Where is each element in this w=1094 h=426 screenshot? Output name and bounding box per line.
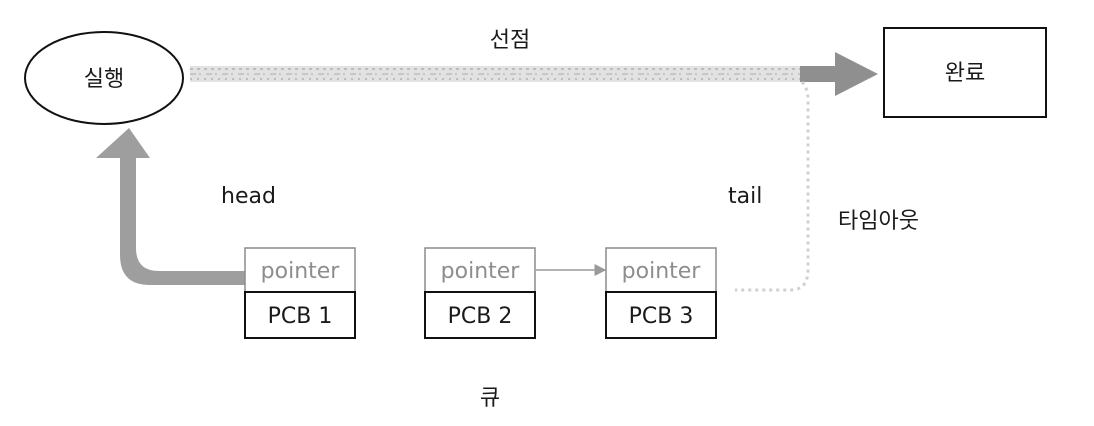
running-state-label: 실행 — [84, 67, 124, 92]
dispatch-arrow — [96, 128, 245, 285]
queue-tail-label: tail — [728, 184, 762, 209]
running-state-node — [24, 31, 184, 125]
timeout-label: 타임아웃 — [838, 209, 919, 234]
timeout-loop-line — [735, 80, 810, 292]
preempt-label: 선점 — [490, 28, 530, 53]
preempt-arrow — [190, 52, 878, 96]
queue-item-2: pointer PCB 2 — [424, 247, 536, 339]
queue-item-2-pcb: PCB 2 — [448, 304, 513, 329]
queue-item-3: pointer PCB 3 — [605, 247, 717, 339]
queue-item-3-pointer: pointer — [622, 259, 702, 284]
queue-item-1: pointer PCB 1 — [244, 247, 356, 339]
queue-label: 큐 — [480, 386, 500, 411]
done-state-node — [883, 27, 1047, 118]
queue-item-2-pointer: pointer — [441, 259, 521, 284]
queue-head-label: head — [221, 184, 276, 209]
queue-item-3-pcb: PCB 3 — [629, 304, 694, 329]
queue-item-1-pcb: PCB 1 — [268, 304, 333, 329]
done-state-label: 완료 — [945, 61, 985, 86]
queue-item-1-pointer: pointer — [261, 259, 341, 284]
